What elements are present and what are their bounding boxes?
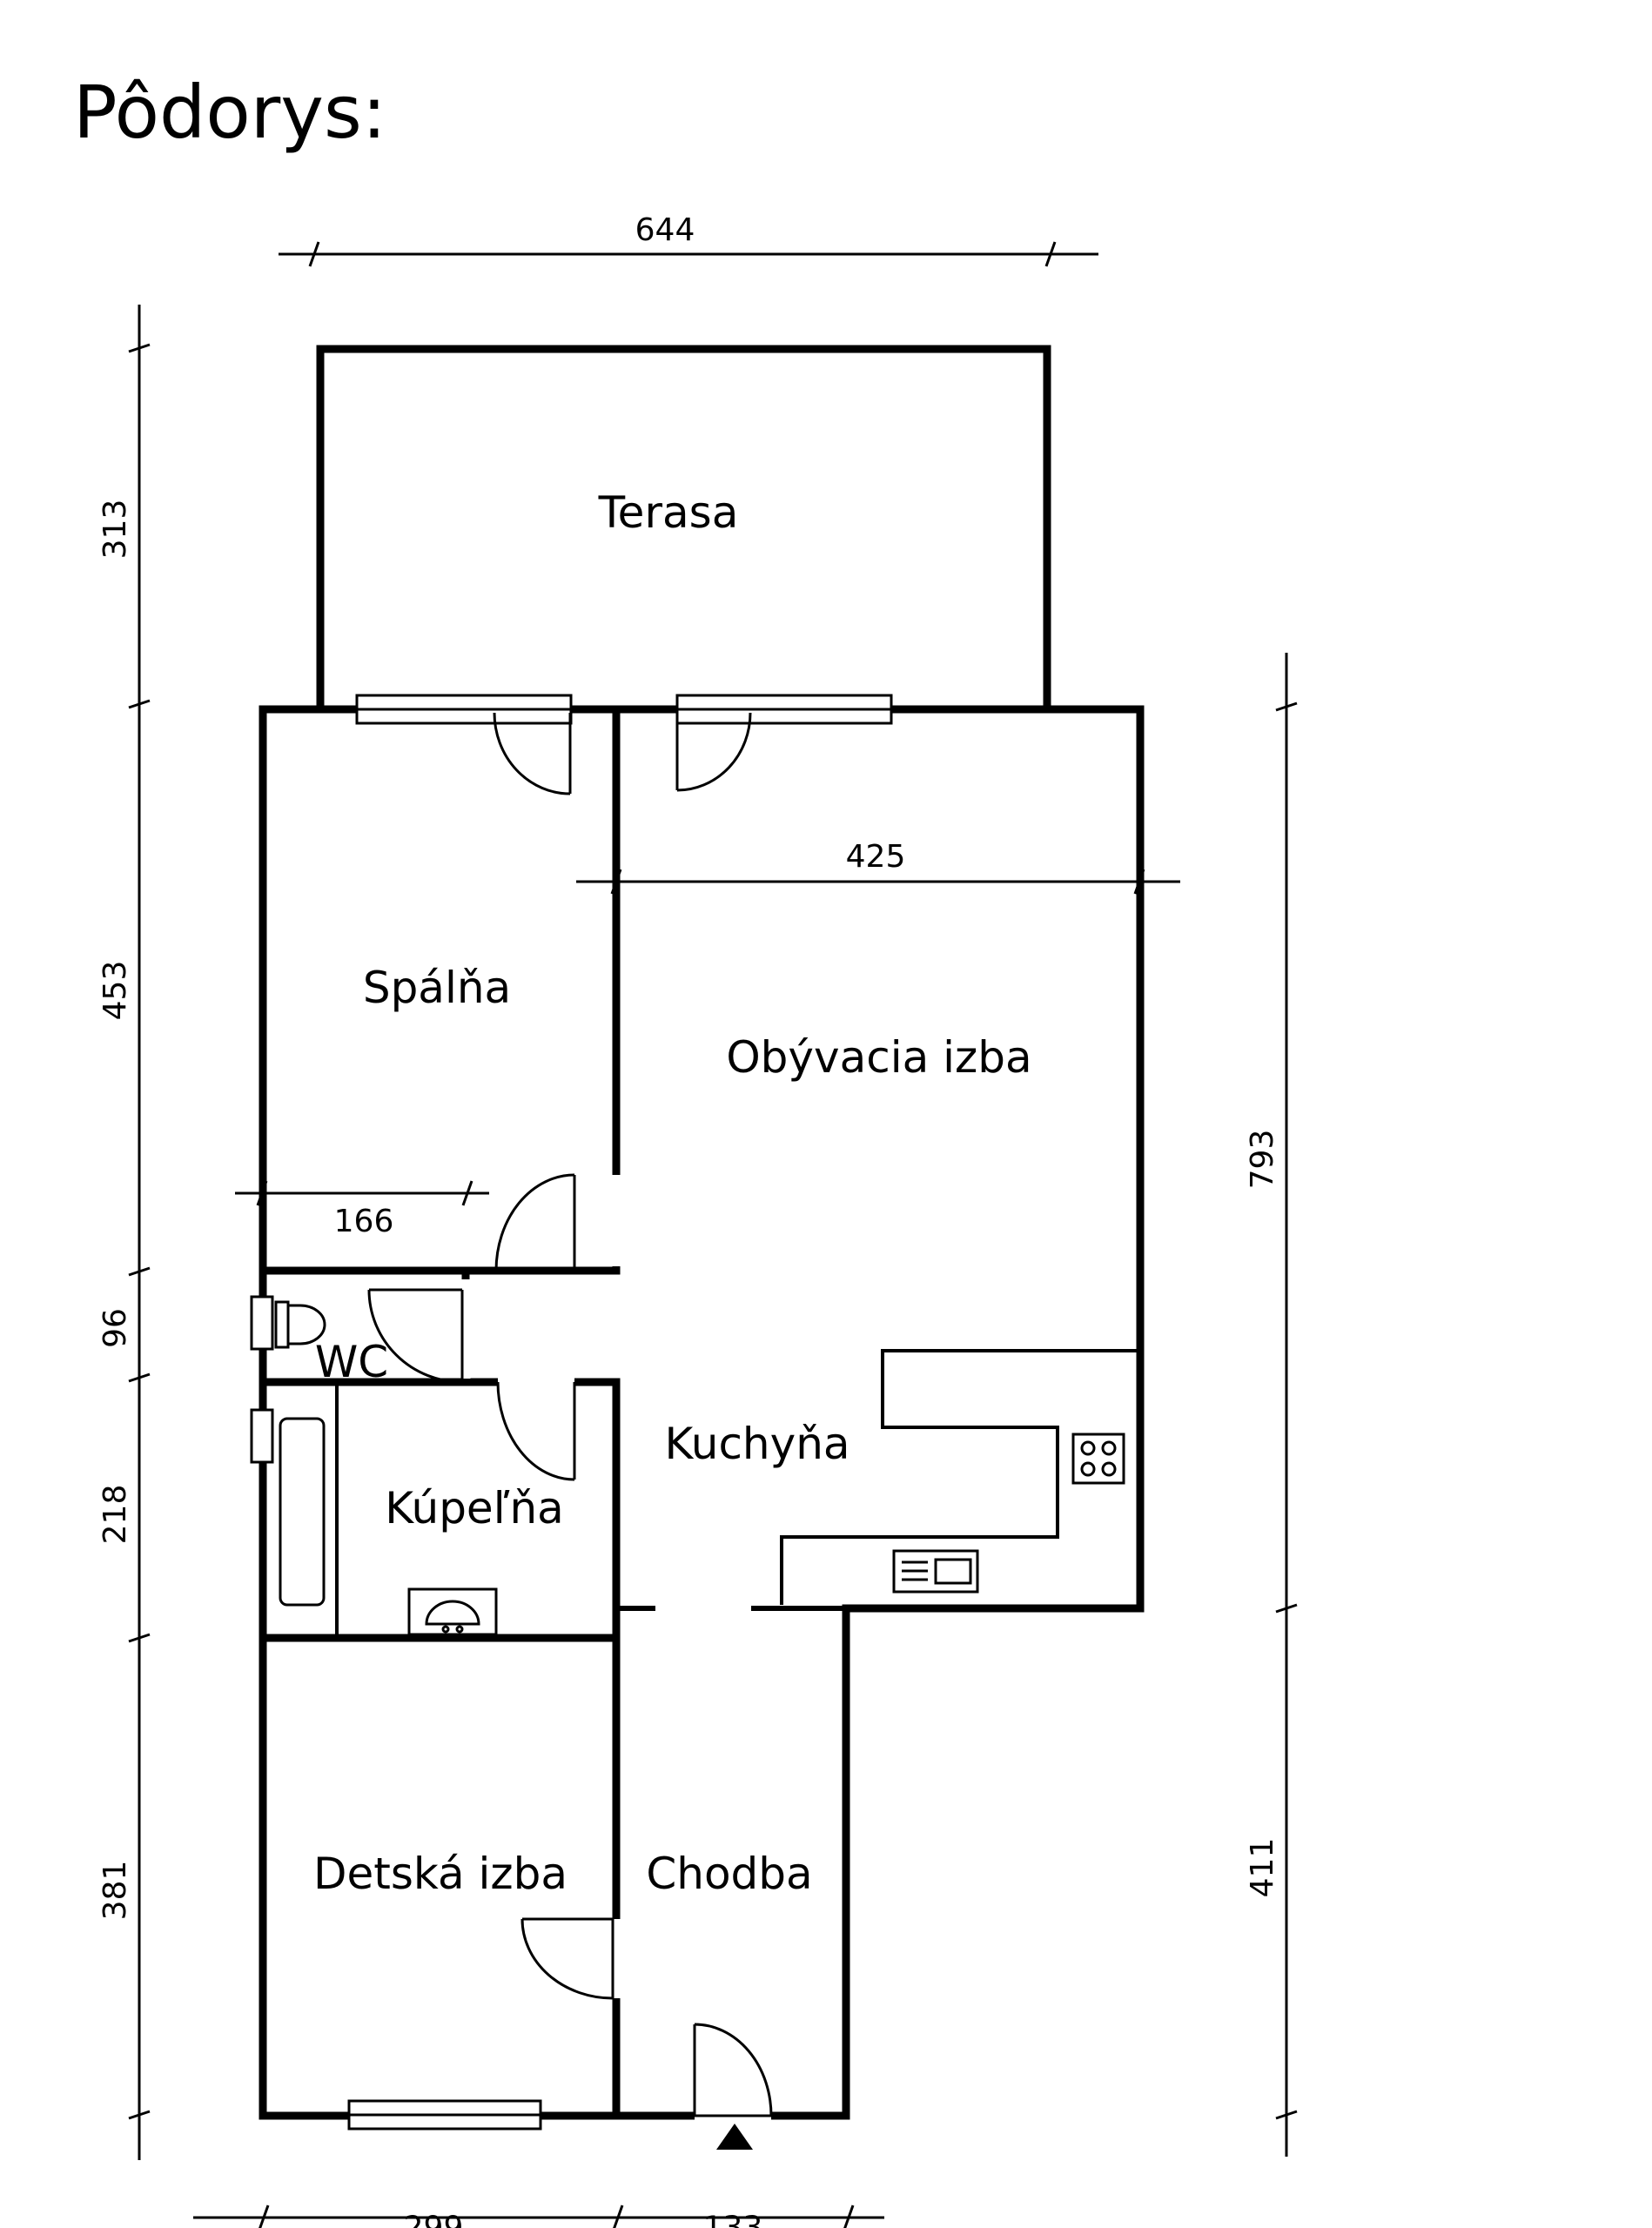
- door-entry: [693, 2023, 773, 2121]
- entrance-arrow-icon: [716, 2124, 753, 2150]
- washbasin-icon: [407, 1587, 498, 1636]
- room-label-detska: Detská izba: [313, 1849, 567, 1899]
- room-label-obyvacia: Obývacia izba: [726, 1032, 1031, 1083]
- door-bathroom: [496, 1377, 576, 1481]
- kitchen-counter: [780, 1349, 1137, 1605]
- page-title: Pôdorys:: [73, 70, 387, 155]
- dim-label-bottom-left: 299: [404, 2211, 464, 2228]
- terrace-outline: [316, 345, 1051, 714]
- doors: [367, 712, 773, 2150]
- dim-label-left-spalna: 453: [97, 961, 133, 1021]
- door-living-terrace: [675, 712, 752, 792]
- door-bedroom: [494, 1173, 621, 1272]
- door-wc: [367, 1279, 471, 1384]
- dim-label-left-detska: 381: [97, 1861, 133, 1921]
- dim-label-top-width: 644: [635, 212, 695, 248]
- windows: [250, 694, 893, 2131]
- dim-label-left-terasa: 313: [97, 500, 133, 560]
- room-label-wc: WC: [315, 1337, 388, 1387]
- interior-walls: [259, 705, 849, 2120]
- bathtub-icon: [279, 1417, 326, 1607]
- dimension-lines: [128, 241, 1298, 2228]
- room-label-terasa: Terasa: [598, 487, 739, 538]
- toilet-icon: [274, 1300, 326, 1349]
- dim-label-bottom-right: 133: [703, 2211, 763, 2228]
- kitchen-sink-icon: [892, 1549, 979, 1594]
- room-label-kuchyna: Kuchyňa: [664, 1419, 850, 1469]
- dim-label-right-upper: 793: [1245, 1130, 1280, 1190]
- dim-label-left-kupelna: 218: [97, 1485, 133, 1545]
- dim-label-left-wc: 96: [97, 1308, 133, 1348]
- dim-label-living-width: 425: [846, 839, 906, 875]
- room-label-spalna: Spálňa: [363, 963, 511, 1013]
- dim-label-bedroom-inner: 166: [334, 1204, 394, 1239]
- room-label-kupelna: Kúpeľňa: [385, 1483, 564, 1533]
- outer-walls: [259, 705, 1145, 2120]
- room-label-chodba: Chodba: [646, 1849, 812, 1899]
- dim-label-right-lower: 411: [1245, 1838, 1280, 1898]
- door-bedroom-terrace: [493, 712, 572, 795]
- stove-icon: [1071, 1433, 1125, 1485]
- door-kids-room: [520, 1917, 621, 2000]
